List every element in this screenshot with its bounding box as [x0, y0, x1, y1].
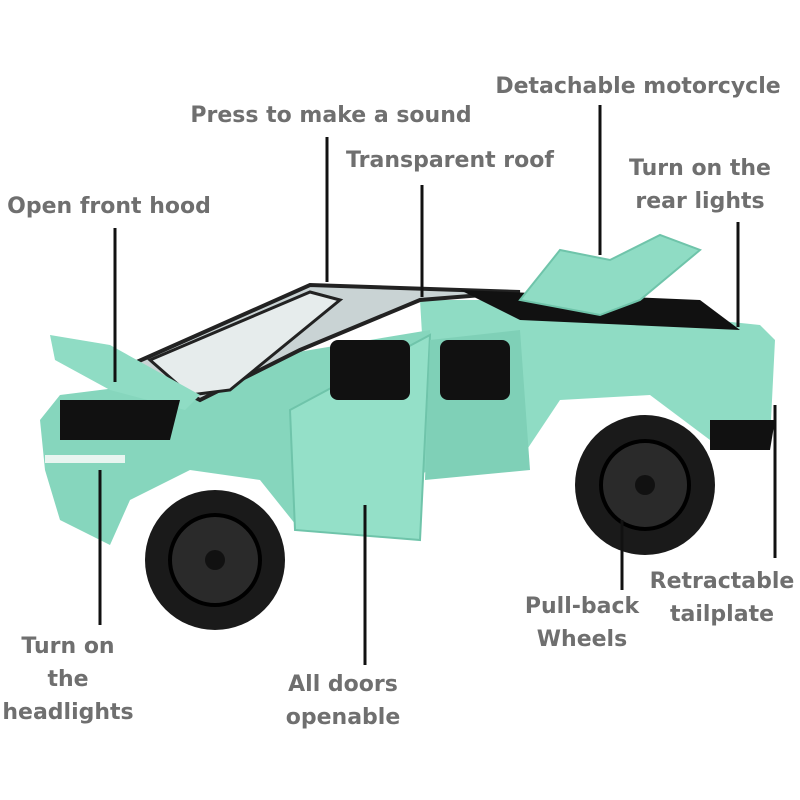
callout-line: Turn on	[21, 634, 115, 659]
callout-headlights: Turn on the headlights	[2, 630, 133, 729]
callout-line: Turn on the	[629, 156, 771, 181]
callout-line: rear lights	[635, 189, 765, 214]
front-wheel	[145, 490, 285, 630]
rear-seats	[440, 340, 510, 400]
callout-line: Retractable	[649, 569, 795, 594]
callout-line: Wheels	[536, 627, 628, 652]
callout-hood: Open front hood	[7, 194, 211, 219]
callout-tailplate: Retractable tailplate	[650, 565, 795, 631]
engine-bay	[60, 400, 180, 440]
callout-doors: All doors openable	[286, 668, 401, 734]
callout-line: openable	[285, 705, 401, 730]
headlight	[45, 455, 125, 463]
callout-sound: Press to make a sound	[190, 103, 472, 128]
seats	[330, 340, 410, 400]
callout-rear-lights: Turn on the rear lights	[629, 152, 771, 218]
front-hood	[50, 335, 200, 410]
callout-motorcycle: Detachable motorcycle	[495, 74, 781, 99]
lower-trim	[710, 420, 775, 450]
callout-line: the	[47, 667, 89, 692]
leader-lines	[98, 105, 777, 665]
motorcycle	[518, 233, 702, 317]
callout-line: All doors	[288, 672, 398, 697]
callout-line: Pull-back	[524, 594, 640, 619]
callout-wheels: Pull-back Wheels	[525, 590, 639, 656]
callout-roof: Transparent roof	[346, 148, 554, 173]
callout-line: tailplate	[669, 602, 775, 627]
rear-wheel	[575, 415, 715, 555]
callout-line: headlights	[2, 700, 134, 725]
